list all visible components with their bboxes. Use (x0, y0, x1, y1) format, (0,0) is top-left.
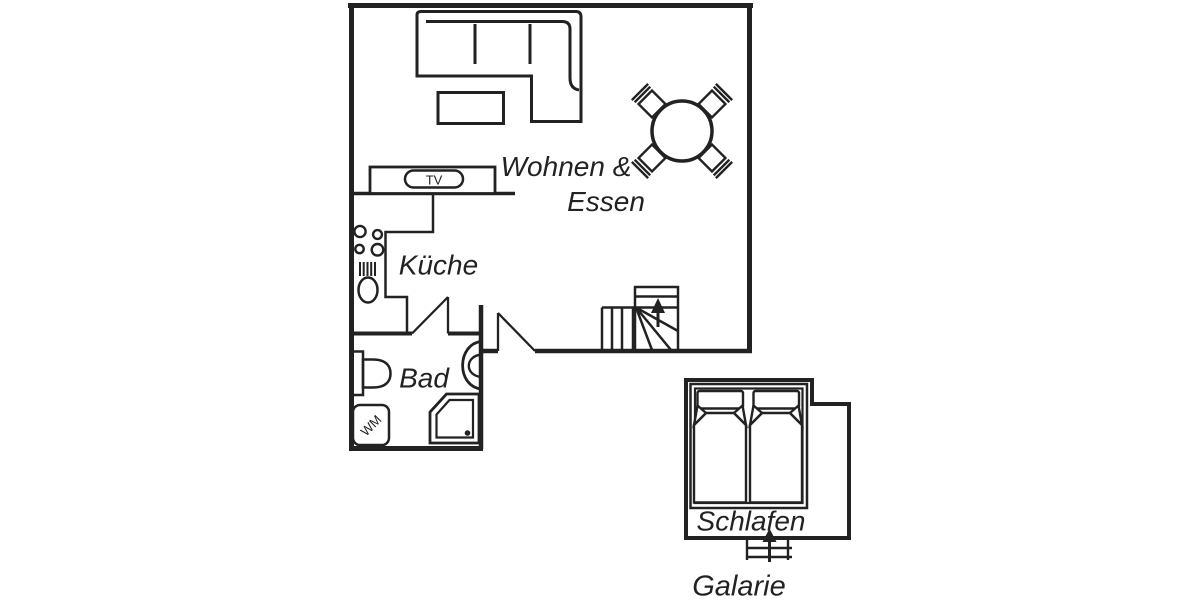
sofa (415, 10, 583, 123)
bathroom-sink-outer (461, 340, 482, 391)
sofa-cushion-dividers (473, 24, 532, 64)
dining-chair-ne (696, 82, 734, 120)
toilet-bowl (361, 358, 392, 389)
label-living-line2: Essen (567, 186, 645, 217)
shower (428, 392, 481, 445)
entry-door (496, 312, 536, 352)
label-tv: TV (426, 173, 443, 188)
tv-cabinet (368, 165, 497, 195)
bath-door (411, 296, 450, 335)
kitchen-grill-icon (359, 262, 376, 276)
kitchen-counter-edge (384, 193, 435, 334)
bed-left-mattress (692, 411, 748, 504)
bed-right-mattress (748, 411, 804, 504)
sofa-backrest-line (426, 20, 580, 92)
bed-right (748, 389, 804, 504)
stairs-straight-treads (600, 306, 635, 350)
dining-set (630, 82, 734, 180)
label-living-line1: Wohnen & (501, 151, 632, 182)
labels: Wohnen & Essen Küche Bad Schlafen Galari… (358, 151, 806, 600)
kitchen-counter (384, 193, 435, 334)
stove-burners (353, 224, 385, 257)
bed-right-sheet-folds (748, 403, 804, 429)
bathroom-sink-inner (467, 353, 482, 379)
coffee-table (436, 91, 505, 125)
washing-machine (351, 403, 391, 447)
bedroom-wall-outer (689, 382, 809, 510)
bed-left-pillow (696, 389, 745, 410)
gallery-stairs (745, 528, 792, 562)
stairs-up-arrow-head (651, 298, 665, 313)
label-bedroom: Schlafen (697, 506, 806, 537)
shower-outer (428, 392, 481, 445)
gallery-arrow-head (762, 528, 777, 542)
label-bathroom: Bad (399, 363, 450, 394)
dining-chair-sw (630, 142, 668, 180)
bed-right-pillow (752, 389, 801, 410)
stairs-winder-outline (633, 285, 680, 350)
bed-left (692, 389, 748, 504)
shower-inner (435, 398, 475, 439)
dining-chair-se (696, 142, 734, 180)
kitchen-sink (357, 276, 379, 304)
gallery-boundary (684, 378, 851, 540)
dining-table (650, 99, 714, 163)
bathroom-sink (461, 340, 482, 391)
plan-linework (348, 3, 851, 562)
toilet-tank (351, 350, 365, 397)
shower-drain (464, 430, 471, 436)
entry-door-leaf (496, 312, 536, 352)
bedroom-section (684, 378, 851, 562)
toilet (351, 350, 392, 397)
bed-left-sheet-folds (692, 403, 748, 429)
main-stairs (600, 285, 680, 351)
label-washing-machine: WM (358, 412, 385, 439)
washing-machine-body (351, 403, 391, 447)
gallery-stairs-treads (745, 538, 792, 560)
bath-door-leaf (411, 296, 450, 335)
dining-chair-nw (630, 82, 668, 120)
sofa-outline (415, 10, 583, 123)
label-kitchen: Küche (399, 250, 478, 281)
tv-screen-pill (403, 169, 465, 189)
label-gallery: Galarie (692, 571, 786, 600)
